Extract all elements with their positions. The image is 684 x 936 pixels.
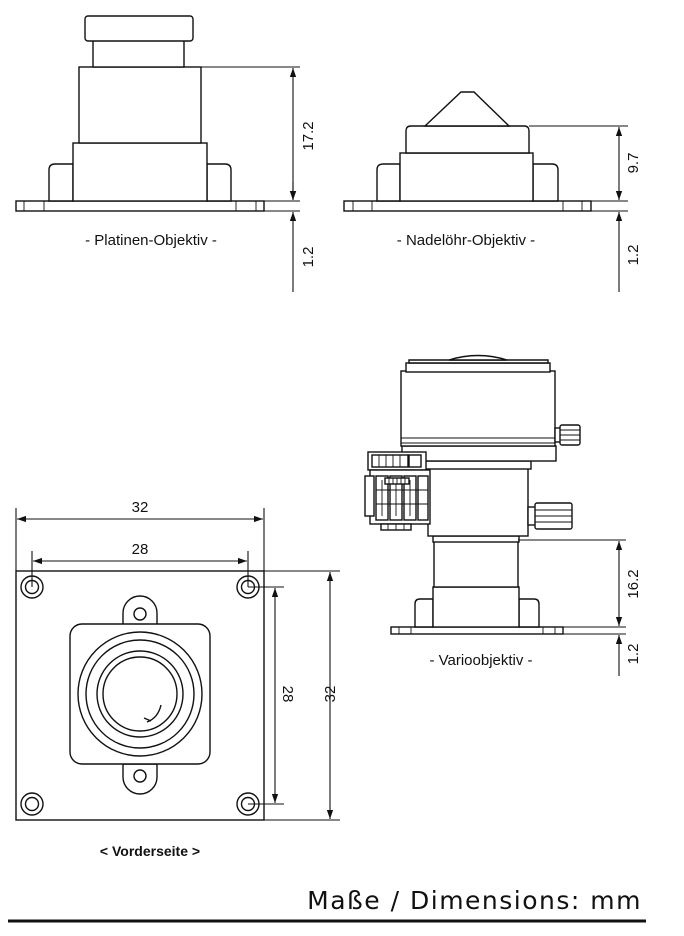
front-caption: < Vorderseite > <box>100 843 200 859</box>
nadeloehr-plate-value: 1.2 <box>625 245 642 266</box>
platinen-dimension-lines <box>201 66 300 292</box>
platinen-lens-side-view <box>15 15 265 212</box>
vario-caption: - Varioobjektiv - <box>429 652 532 669</box>
vario-height-value: 16.2 <box>625 569 642 598</box>
vario-dimension-lines <box>518 539 626 676</box>
units-title: Maße / Dimensions: mm <box>307 886 642 915</box>
front-dimension-lines <box>15 508 340 821</box>
front-width-outer-value: 32 <box>132 499 149 516</box>
vario-plate-value: 1.2 <box>625 644 642 665</box>
platinen-height-value: 17.2 <box>300 121 317 150</box>
front-width-holes-value: 28 <box>132 541 149 558</box>
platinen-plate-value: 1.2 <box>300 247 317 268</box>
vario-lens-side-view <box>364 354 581 635</box>
nadeloehr-lens-side-view <box>343 91 592 212</box>
front-height-outer-value: 32 <box>322 686 339 703</box>
platinen-caption: - Platinen-Objektiv - <box>85 232 217 249</box>
front-view <box>15 570 265 821</box>
nadeloehr-caption: - Nadelöhr-Objektiv - <box>397 232 535 249</box>
front-height-holes-value: 28 <box>279 686 296 703</box>
nadeloehr-dimension-lines <box>529 125 628 292</box>
nadeloehr-height-value: 9.7 <box>625 153 642 174</box>
